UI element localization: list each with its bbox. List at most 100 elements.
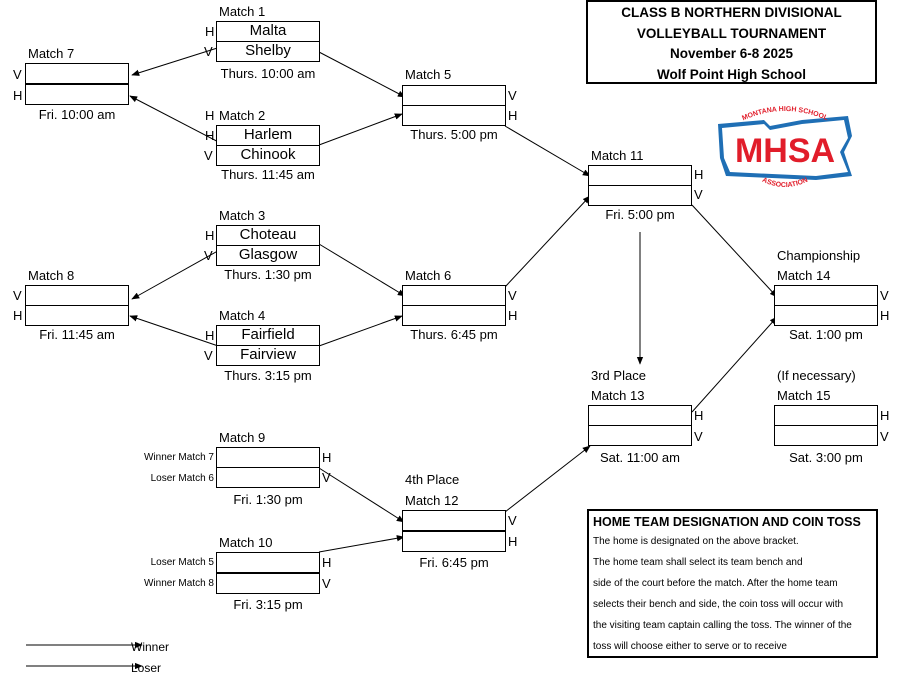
match-13-time: Sat. 11:00 am: [600, 450, 680, 465]
visitor-marker: V: [204, 248, 213, 263]
visitor-marker: V: [322, 576, 331, 591]
match-1-time: Thurs. 10:00 am: [220, 66, 316, 81]
visitor-marker: V: [204, 148, 213, 163]
match-4-time: Thurs. 3:15 pm: [224, 368, 312, 383]
visitor-marker: V: [508, 513, 517, 528]
match-7-slot-visitor: [25, 63, 129, 84]
visitor-marker: V: [508, 288, 517, 303]
home-marker: H: [508, 534, 518, 549]
match-9-label: Match 9: [219, 430, 266, 445]
match-12-time: Fri. 6:45 pm: [419, 555, 489, 570]
match-12-slot-visitor: [402, 510, 506, 531]
visitor-marker: V: [204, 348, 213, 363]
match-5-slot-home: [402, 105, 506, 126]
visitor-marker: V: [13, 67, 22, 82]
match-9-source-1: Winner Match 7: [143, 452, 214, 463]
match-8-slot-home: [25, 305, 129, 326]
home-marker: H: [880, 308, 890, 323]
match-11-slot-home: [588, 165, 692, 186]
logo-text: MHSA: [735, 132, 835, 170]
visitor-marker: V: [880, 429, 889, 444]
match-2-time: Thurs. 11:45 am: [221, 167, 315, 182]
match-15-label: Match 15: [777, 388, 831, 403]
match-4-label: Match 4: [219, 308, 266, 323]
match-10-label: Match 10: [219, 535, 273, 550]
home-marker: H: [205, 24, 215, 39]
home-marker: H: [13, 88, 23, 103]
match-9-slot-visitor: [216, 467, 320, 488]
match-2-team-home: Harlem: [216, 125, 320, 146]
match-14-time: Sat. 1:00 pm: [789, 327, 863, 342]
match-10-slot-home: [216, 552, 320, 573]
match-1-label: Match 1: [219, 4, 266, 19]
match-13-label: Match 13: [591, 388, 645, 403]
match-10-time: Fri. 3:15 pm: [233, 597, 303, 612]
match-12-sublabel: 4th Place: [405, 472, 460, 487]
match-11-time: Fri. 5:00 pm: [605, 207, 675, 222]
note-line: toss will choose either to serve or to r…: [593, 641, 787, 652]
match-5-slot-visitor: [402, 85, 506, 106]
home-marker: H: [508, 108, 518, 123]
match-7-slot-home: [25, 84, 129, 105]
match-6-slot-home: [402, 305, 506, 326]
match-13-slot-visitor: [588, 425, 692, 446]
match-11-label: Match 11: [591, 148, 644, 163]
match-11-slot-visitor: [588, 185, 692, 206]
match-5-label: Match 5: [405, 67, 452, 82]
match-7-label: Match 7: [28, 46, 75, 61]
match-15-time: Sat. 3:00 pm: [789, 450, 863, 465]
match-8-time: Fri. 11:45 am: [39, 327, 115, 342]
home-marker: H: [13, 308, 23, 323]
match-1-team-home: Malta: [216, 21, 320, 42]
home-marker: H: [694, 408, 704, 423]
title-line-2: VOLLEYBALL TOURNAMENT: [636, 25, 827, 41]
home-marker: H: [205, 128, 215, 143]
match-6-label: Match 6: [405, 268, 452, 283]
match-5-time: Thurs. 5:00 pm: [410, 127, 498, 142]
match-15-slot-visitor: [774, 425, 878, 446]
match-6-time: Thurs. 6:45 pm: [410, 327, 498, 342]
legend-loser: Loser: [131, 661, 162, 675]
match-2-team-visitor: Chinook: [216, 145, 320, 166]
match-3-label: Match 3: [219, 208, 266, 223]
note-line: The home team shall select its team benc…: [593, 557, 803, 568]
match-13-sublabel: 3rd Place: [591, 368, 646, 383]
match-14-label: Match 14: [777, 268, 831, 283]
note-line: The home is designated on the above brac…: [593, 536, 799, 547]
visitor-marker: V: [508, 88, 517, 103]
match-15-slot-home: [774, 405, 878, 426]
title-line-1: CLASS B NORTHERN DIVISIONAL: [621, 5, 842, 20]
match-2-label: Match 2: [219, 108, 266, 123]
visitor-marker: V: [322, 470, 331, 485]
match-3-time: Thurs. 1:30 pm: [224, 267, 312, 282]
match-13-slot-home: [588, 405, 692, 426]
home-team-note-box: HOME TEAM DESIGNATION AND COIN TOSS The …: [587, 509, 878, 658]
legend-winner: Winner: [131, 640, 170, 654]
tournament-title-box: CLASS B NORTHERN DIVISIONAL VOLLEYBALL T…: [586, 0, 877, 84]
match-4-team-visitor: Fairview: [216, 345, 320, 366]
home-marker: H: [322, 450, 332, 465]
home-marker: H: [694, 167, 704, 182]
match-14-sublabel: Championship: [777, 248, 861, 263]
match-3-team-visitor: Glasgow: [216, 245, 320, 266]
match-9-time: Fri. 1:30 pm: [233, 492, 303, 507]
title-line-4: Wolf Point High School: [657, 66, 806, 82]
visitor-marker: V: [204, 44, 213, 59]
note-line: selects their bench and side, the coin t…: [593, 599, 844, 610]
match-8-slot-visitor: [25, 285, 129, 306]
visitor-marker: V: [13, 288, 22, 303]
match-9-slot-home: [216, 447, 320, 468]
match-10-slot-visitor: [216, 573, 320, 594]
match-1-team-visitor: Shelby: [216, 41, 320, 62]
home-marker: H: [880, 408, 890, 423]
match-6-slot-visitor: [402, 285, 506, 306]
home-marker: H: [205, 228, 215, 243]
title-line-3: November 6-8 2025: [669, 46, 794, 61]
home-marker: H: [508, 308, 518, 323]
match-8-label: Match 8: [28, 268, 75, 283]
match-4-team-home: Fairfield: [216, 325, 320, 346]
note-line: the visiting team captain calling the to…: [593, 620, 852, 631]
match-9-source-2: Loser Match 6: [150, 473, 214, 484]
home-marker: H: [205, 328, 215, 343]
